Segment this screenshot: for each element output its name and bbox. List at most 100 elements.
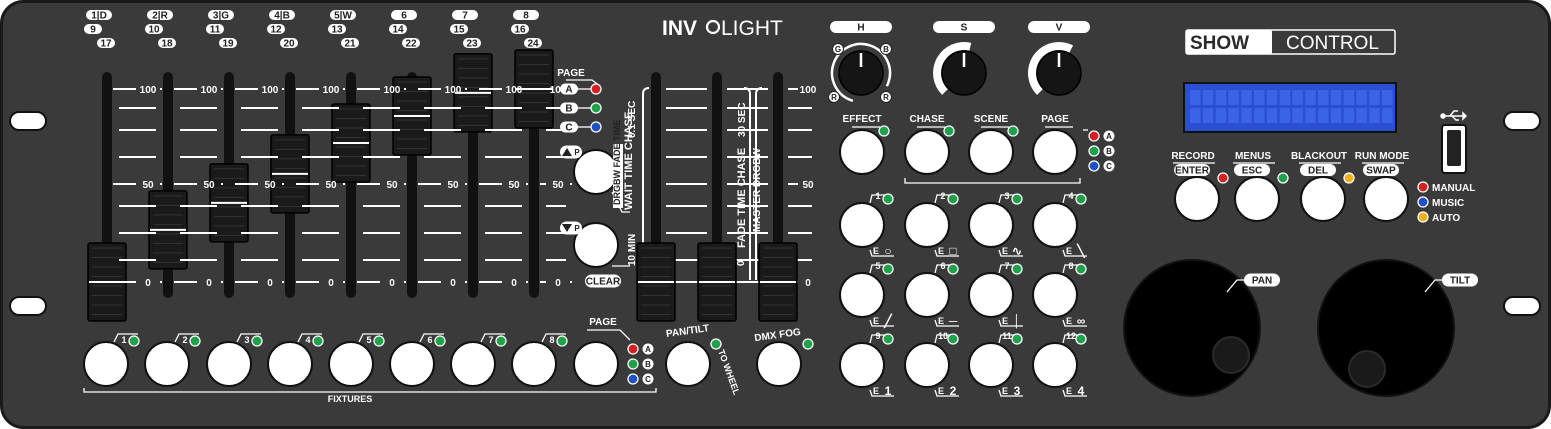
lcd-grid	[1190, 90, 1393, 123]
fader-page-B-text: B	[565, 104, 572, 115]
fixture-button-2[interactable]	[144, 341, 190, 387]
numpad-button-2[interactable]	[904, 202, 950, 248]
menu-button-enter[interactable]	[1174, 176, 1220, 222]
knob-s-dial[interactable]	[941, 50, 987, 96]
numpad-number-1: 1	[875, 191, 880, 201]
rack-hole-bl	[9, 296, 47, 316]
numpad-led-10	[947, 333, 959, 345]
numpad-label-line	[934, 264, 953, 274]
numpad-button-8[interactable]	[1032, 272, 1078, 318]
numpad-button-6[interactable]	[904, 272, 950, 318]
function-button-scene[interactable]	[968, 129, 1014, 175]
fader-8-label-2-bg	[511, 24, 529, 34]
menu-button-del[interactable]	[1300, 176, 1346, 222]
fader-6-label-1-bg	[391, 10, 417, 20]
numpad-led-2	[947, 193, 959, 205]
numpad-number-7: 7	[1004, 261, 1009, 271]
menu-key-esc-text: ESC	[1242, 166, 1263, 177]
numpad-button-9[interactable]	[839, 342, 885, 388]
lcd-char-cell	[1382, 108, 1393, 123]
knob-v-dial[interactable]	[1036, 50, 1082, 96]
up-arrow-icon	[562, 148, 572, 156]
pan-tilt-button[interactable]	[665, 341, 711, 387]
fader-4-label-3: 20	[280, 38, 298, 50]
fixture-led-2	[189, 335, 201, 347]
menu-key-enter-bg	[1174, 164, 1210, 176]
numpad-button-5[interactable]	[839, 272, 885, 318]
numpad-label-line	[1062, 264, 1081, 274]
numpad-button-7[interactable]	[968, 272, 1014, 318]
numpad-button-1[interactable]	[839, 202, 885, 248]
function-page-mark	[1103, 160, 1115, 172]
fixtures-bracket	[83, 388, 657, 393]
numpad-sub-line	[934, 389, 959, 397]
numpad-led-1	[882, 193, 894, 205]
lcd-char-cell	[1266, 90, 1278, 105]
numpad-sub-2: E	[938, 246, 944, 256]
logo-show: SHOW	[1190, 33, 1249, 54]
zero-text: 0	[736, 260, 747, 266]
function-page-led-C	[1088, 160, 1100, 172]
menu-top-enter: RECORD	[1171, 151, 1214, 162]
lcd-char-cell	[1292, 108, 1303, 123]
lcd-char-cell	[1254, 108, 1265, 123]
hue-mark-bg	[880, 43, 892, 55]
menu-button-esc[interactable]	[1234, 176, 1280, 222]
numpad-led-7	[1011, 263, 1023, 275]
dmx-fog-button[interactable]	[756, 341, 802, 387]
fixture-button-5[interactable]	[328, 341, 374, 387]
lcd-char-cell	[1356, 108, 1367, 123]
pan-wheel-label-text: PAN	[1252, 276, 1272, 287]
fixture-number-5: 5	[366, 335, 371, 345]
fixture-page-button[interactable]	[573, 341, 619, 387]
fader-4-label-1-bg	[269, 10, 295, 20]
function-button-chase[interactable]	[904, 129, 950, 175]
fixture-button-3[interactable]	[206, 341, 252, 387]
step-down-button[interactable]	[573, 222, 619, 268]
function-button-effect[interactable]	[839, 129, 885, 175]
fixture-button-1[interactable]	[83, 341, 129, 387]
numpad-number-6: 6	[940, 261, 945, 271]
fixture-button-7[interactable]	[450, 341, 496, 387]
fixture-button-8[interactable]	[511, 341, 557, 387]
lcd-char-cell	[1369, 108, 1380, 123]
fixture-label-line	[113, 333, 138, 343]
effect-shape-1-icon: ○	[884, 244, 891, 258]
fixture-label-line	[236, 333, 261, 343]
scale-label: 50	[447, 180, 459, 191]
scale-label: 0	[145, 278, 151, 289]
fader-5-label-1-text: 5|W	[334, 11, 352, 22]
numpad-button-3[interactable]	[968, 202, 1014, 248]
function-label-chase: CHASE	[909, 114, 944, 125]
fader-2-label-3-text: 18	[161, 39, 173, 50]
fader-1-label-3: 17	[97, 38, 115, 50]
knob-h-dial[interactable]	[838, 50, 884, 96]
usb-port[interactable]	[1441, 124, 1467, 174]
scale-label: 50	[552, 180, 564, 191]
master-fader-fade-time-chase	[636, 72, 676, 322]
scale-label: 100	[445, 85, 462, 96]
tilt-wheel[interactable]	[1317, 259, 1455, 397]
scale-label: 50	[386, 180, 398, 191]
menu-button-swap[interactable]	[1363, 176, 1409, 222]
lcd-char-cell	[1266, 108, 1278, 123]
fixture-button-6[interactable]	[389, 341, 435, 387]
numpad-button-10[interactable]	[904, 342, 950, 388]
fader-8-label-3-text: 24	[527, 39, 539, 50]
numpad-sub-line	[869, 249, 894, 257]
numpad-label-line	[869, 334, 888, 344]
fixtures-label: FIXTURES	[328, 394, 373, 404]
hue-mark-1: B	[883, 45, 889, 54]
fixture-page-led-C	[627, 373, 639, 385]
fader-3-label-2-text: 11	[210, 25, 221, 36]
numpad-button-4[interactable]	[1032, 202, 1078, 248]
numpad-button-12[interactable]	[1032, 342, 1078, 388]
numpad-button-11[interactable]	[968, 342, 1014, 388]
fader-2-label-2: 10	[145, 24, 163, 36]
fader-7-label-2-bg	[450, 24, 468, 34]
function-button-page[interactable]	[1032, 129, 1078, 175]
function-page-led-A	[1088, 130, 1100, 142]
fixture-button-4[interactable]	[267, 341, 313, 387]
function-page-label-A: A	[1106, 132, 1112, 141]
